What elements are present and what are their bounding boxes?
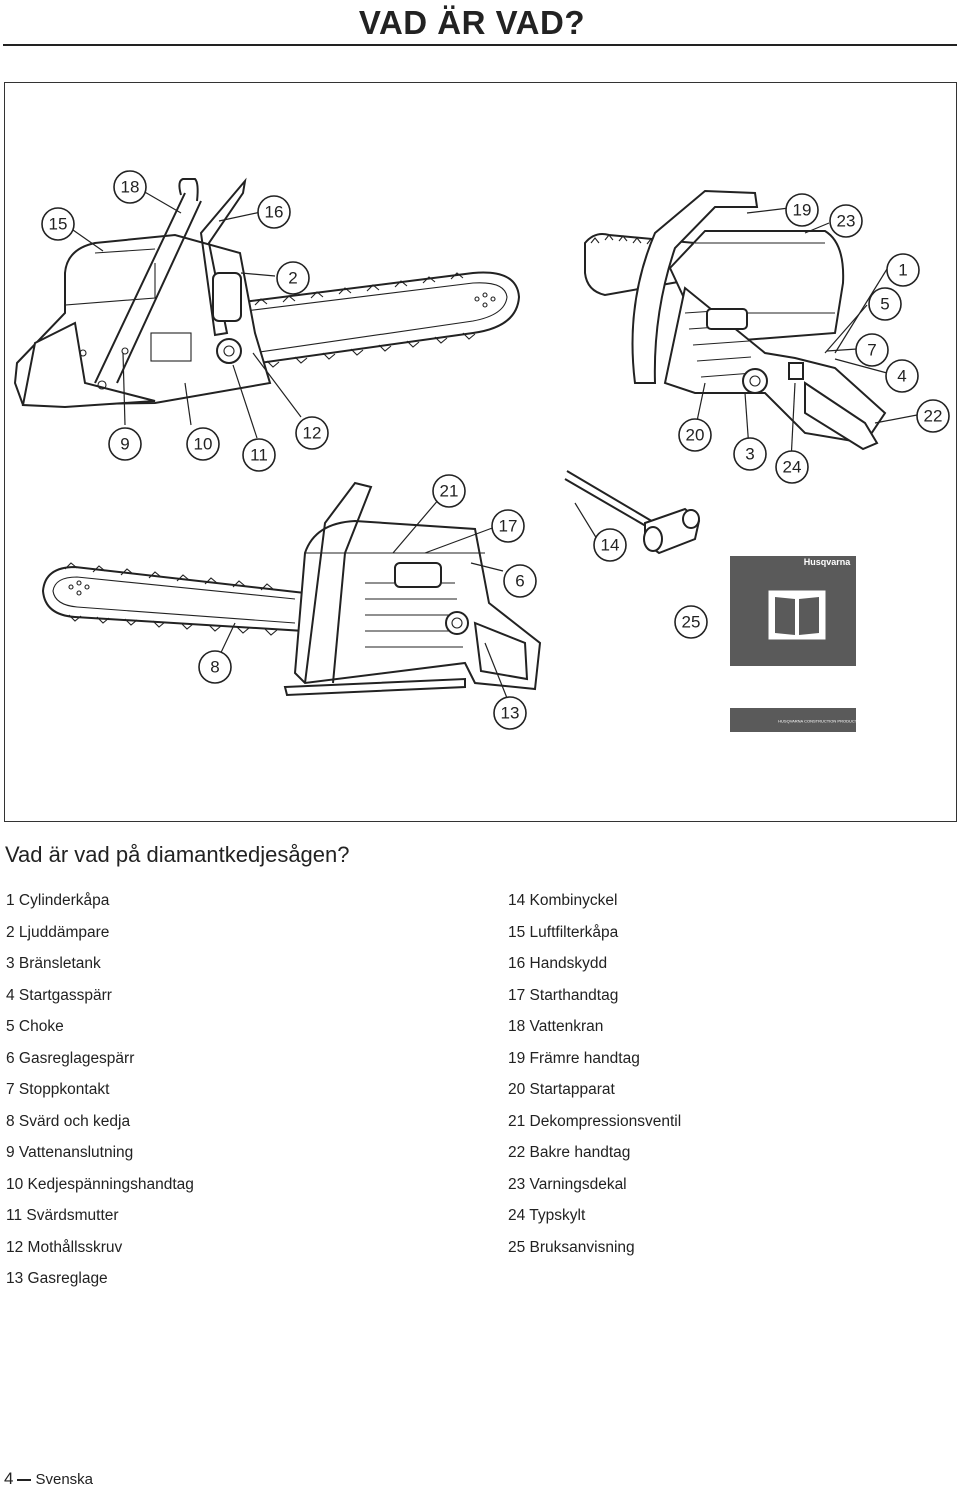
svg-text:12: 12 <box>303 424 322 443</box>
callout-6: 6 <box>503 564 537 598</box>
saw-left-view <box>13 177 521 409</box>
part-item: 11 Svärdsmutter <box>6 1207 119 1224</box>
svg-text:3: 3 <box>745 445 754 464</box>
callout-15: 15 <box>41 207 75 241</box>
svg-text:22: 22 <box>924 407 943 426</box>
part-item: 10 Kedjespänningshandtag <box>6 1175 194 1193</box>
callout-7: 7 <box>855 333 889 367</box>
svg-text:13: 13 <box>501 704 520 723</box>
parts-list-left: 1 Cylinderkåpa 2 Ljuddämpare 3 Bränsleta… <box>6 885 194 1295</box>
callout-22: 22 <box>916 399 950 433</box>
saw-right-view <box>584 189 887 451</box>
callout-1: 1 <box>886 253 920 287</box>
callouts: 15 18 16 2 9 10 11 12 19 23 1 5 7 4 22 2… <box>41 170 950 730</box>
callout-18: 18 <box>113 170 147 204</box>
part-item: 8 Svärd och kedja <box>6 1112 131 1130</box>
svg-text:17: 17 <box>499 517 518 536</box>
page-footer: 4 Svenska <box>4 1469 93 1489</box>
callout-8: 8 <box>198 650 232 684</box>
operator-manual: Husqvarna HUSQVARNA CONSTRUCTION PRODUCT… <box>730 556 860 732</box>
svg-text:4: 4 <box>897 367 906 386</box>
manual-footer: HUSQVARNA CONSTRUCTION PRODUCTS <box>778 719 860 724</box>
callout-13: 13 <box>493 696 527 730</box>
parts-illustration: Husqvarna HUSQVARNA CONSTRUCTION PRODUCT… <box>4 82 957 822</box>
part-item: 3 Bränsletank <box>6 955 101 972</box>
svg-text:14: 14 <box>601 536 620 555</box>
part-item: 5 Choke <box>6 1018 64 1035</box>
callout-9: 9 <box>108 427 142 461</box>
part-item: 1 Cylinderkåpa <box>6 892 110 909</box>
svg-text:1: 1 <box>898 261 907 280</box>
svg-text:10: 10 <box>194 435 213 454</box>
svg-text:18: 18 <box>121 178 140 197</box>
part-item: 21 Dekompressionsventil <box>508 1112 682 1130</box>
callout-17: 17 <box>491 509 525 543</box>
chain-teeth-top <box>254 272 476 368</box>
part-item: 18 Vattenkran <box>508 1018 604 1035</box>
footer-dash <box>17 1479 32 1482</box>
part-item: 13 Gasreglage <box>6 1270 108 1287</box>
callout-23: 23 <box>829 204 863 238</box>
part-item: 24 Typskylt <box>508 1207 586 1224</box>
combination-wrench <box>564 470 701 555</box>
part-item: 7 Stoppkontakt <box>6 1081 110 1098</box>
callout-4: 4 <box>885 359 919 393</box>
part-item: 17 Starthandtag <box>508 986 619 1004</box>
saw-bottom-view <box>41 481 542 697</box>
svg-text:11: 11 <box>250 446 268 465</box>
part-item: 22 Bakre handtag <box>508 1144 631 1161</box>
page-title: VAD ÄR VAD? <box>358 4 585 41</box>
callout-20: 20 <box>678 418 712 452</box>
part-item: 15 Luftfilterkåpa <box>508 923 619 941</box>
section-heading: Vad är vad på diamantkedjesågen? <box>5 842 350 867</box>
part-item: 23 Varningsdekal <box>508 1175 627 1193</box>
callout-5: 5 <box>868 287 902 321</box>
part-item: 25 Bruksanvisning <box>508 1238 635 1256</box>
callout-3: 3 <box>733 437 767 471</box>
callout-11: 11 <box>242 438 276 472</box>
svg-text:25: 25 <box>682 613 701 632</box>
part-item: 9 Vattenanslutning <box>6 1144 134 1161</box>
footer-language: Svenska <box>35 1471 94 1488</box>
svg-text:20: 20 <box>686 426 705 445</box>
svg-text:7: 7 <box>867 341 876 360</box>
part-item: 14 Kombinyckel <box>508 892 618 909</box>
callout-2: 2 <box>276 261 310 295</box>
leader-lines <box>62 190 918 704</box>
page-number: 4 <box>4 1469 14 1488</box>
svg-text:9: 9 <box>120 435 129 454</box>
chainsaw-diagram: Husqvarna HUSQVARNA CONSTRUCTION PRODUCT… <box>13 170 950 732</box>
svg-text:24: 24 <box>783 458 802 477</box>
title-divider <box>3 44 957 46</box>
part-item: 19 Främre handtag <box>508 1049 640 1067</box>
part-item: 2 Ljuddämpare <box>6 923 110 941</box>
callout-16: 16 <box>257 195 291 229</box>
svg-text:21: 21 <box>440 482 459 501</box>
svg-text:23: 23 <box>837 212 856 231</box>
manual-brand: Husqvarna <box>804 557 852 567</box>
svg-text:2: 2 <box>288 269 297 288</box>
part-item: 16 Handskydd <box>508 955 608 972</box>
svg-text:5: 5 <box>880 295 889 314</box>
callout-14: 14 <box>593 528 627 562</box>
svg-text:19: 19 <box>793 201 812 220</box>
part-item: 4 Startgasspärr <box>6 986 112 1004</box>
callout-24: 24 <box>775 450 809 484</box>
svg-text:8: 8 <box>210 658 219 677</box>
callout-10: 10 <box>186 427 220 461</box>
callout-21: 21 <box>432 474 466 508</box>
callout-25: 25 <box>674 605 708 639</box>
svg-text:15: 15 <box>49 215 68 234</box>
svg-text:6: 6 <box>515 572 524 591</box>
part-item: 20 Startapparat <box>508 1081 615 1098</box>
part-item: 12 Mothållsskruv <box>6 1238 123 1256</box>
part-item: 6 Gasreglagespärr <box>6 1049 135 1067</box>
callout-12: 12 <box>295 416 329 450</box>
callout-19: 19 <box>785 193 819 227</box>
svg-text:16: 16 <box>265 203 284 222</box>
parts-list-right: 14 Kombinyckel 15 Luftfilterkåpa 16 Hand… <box>508 885 681 1263</box>
